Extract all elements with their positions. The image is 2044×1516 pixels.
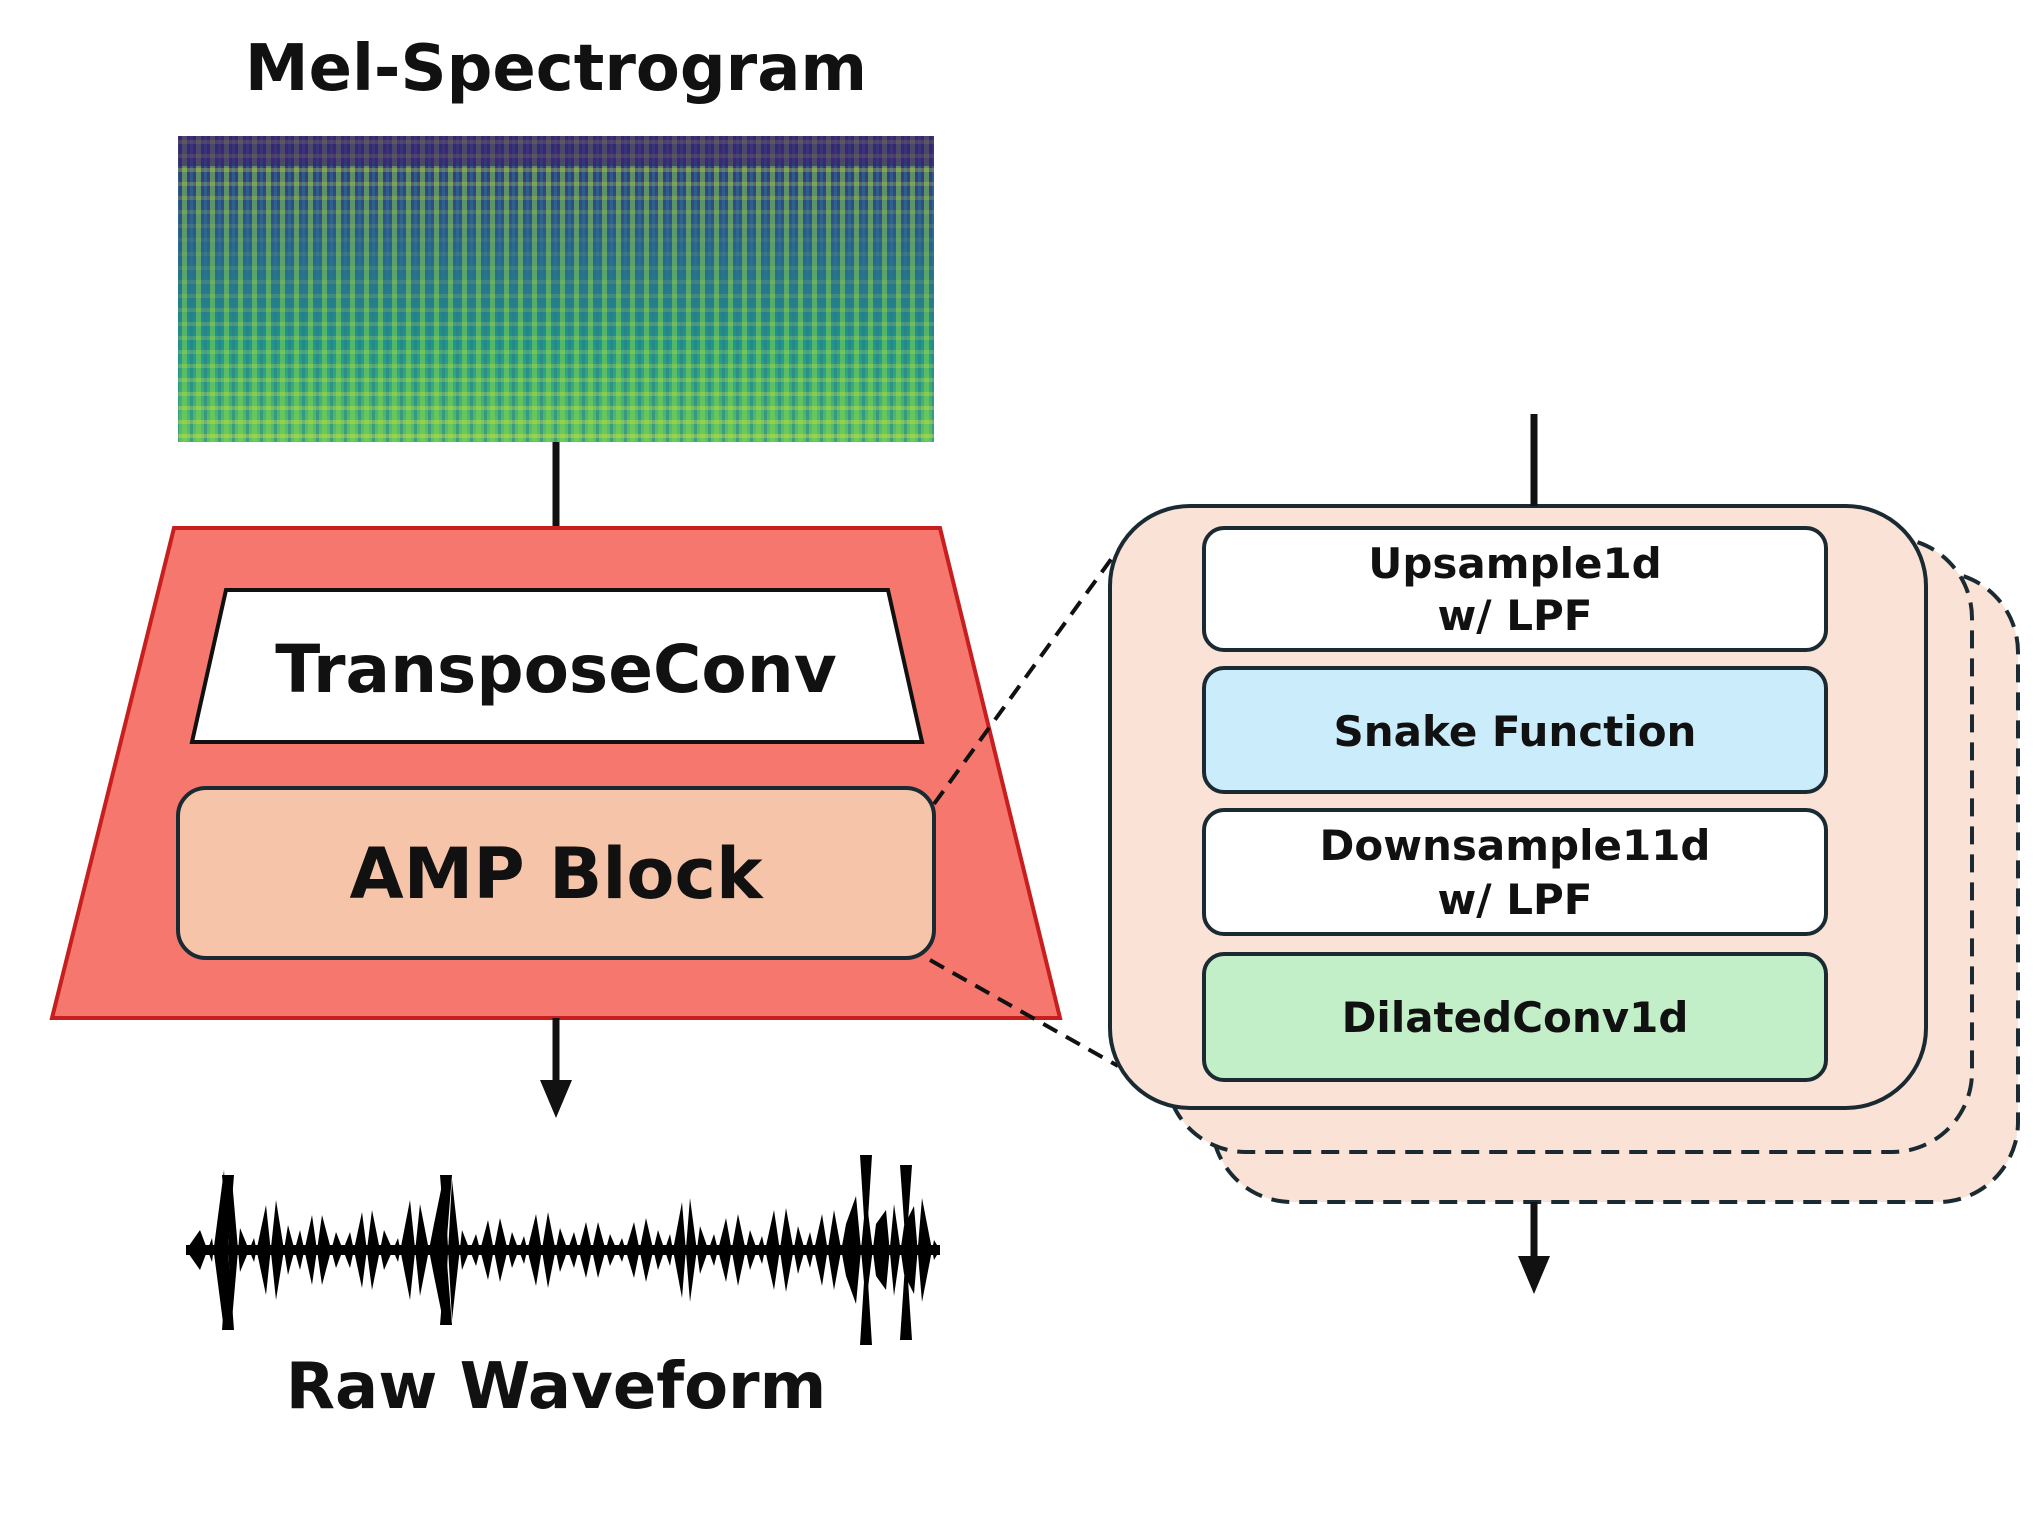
output-label: Raw Waveform [286,1350,827,1424]
downsample-box [1202,808,1828,936]
raw-waveform-image [186,1155,940,1345]
amp-block-label: AMP Block [350,833,764,915]
input-label: Mel-Spectrogram [245,32,867,106]
transpose-conv-label: TransposeConv [275,631,837,708]
upsample-box [1202,526,1828,652]
downsample-label-line1: Downsample11d [1320,821,1711,870]
amp-block-box [176,786,936,960]
snake-function-box [1202,666,1828,794]
dilated-conv-label: DilatedConv1d [1342,993,1689,1042]
upsample-label-line2: w/ LPF [1438,591,1593,640]
zoom-connector-lines [929,556,1119,1068]
arrow-generator-to-waveform [540,1018,572,1118]
arrow-out-of-amp-detail [1518,1202,1550,1294]
transpose-conv-box [189,588,925,744]
dilated-conv-box [1202,952,1828,1082]
downsample-label-line2: w/ LPF [1438,875,1593,924]
snake-function-label: Snake Function [1334,707,1697,756]
upsample-label-line1: Upsample1d [1368,539,1662,588]
mel-spectrogram-image [178,136,934,442]
